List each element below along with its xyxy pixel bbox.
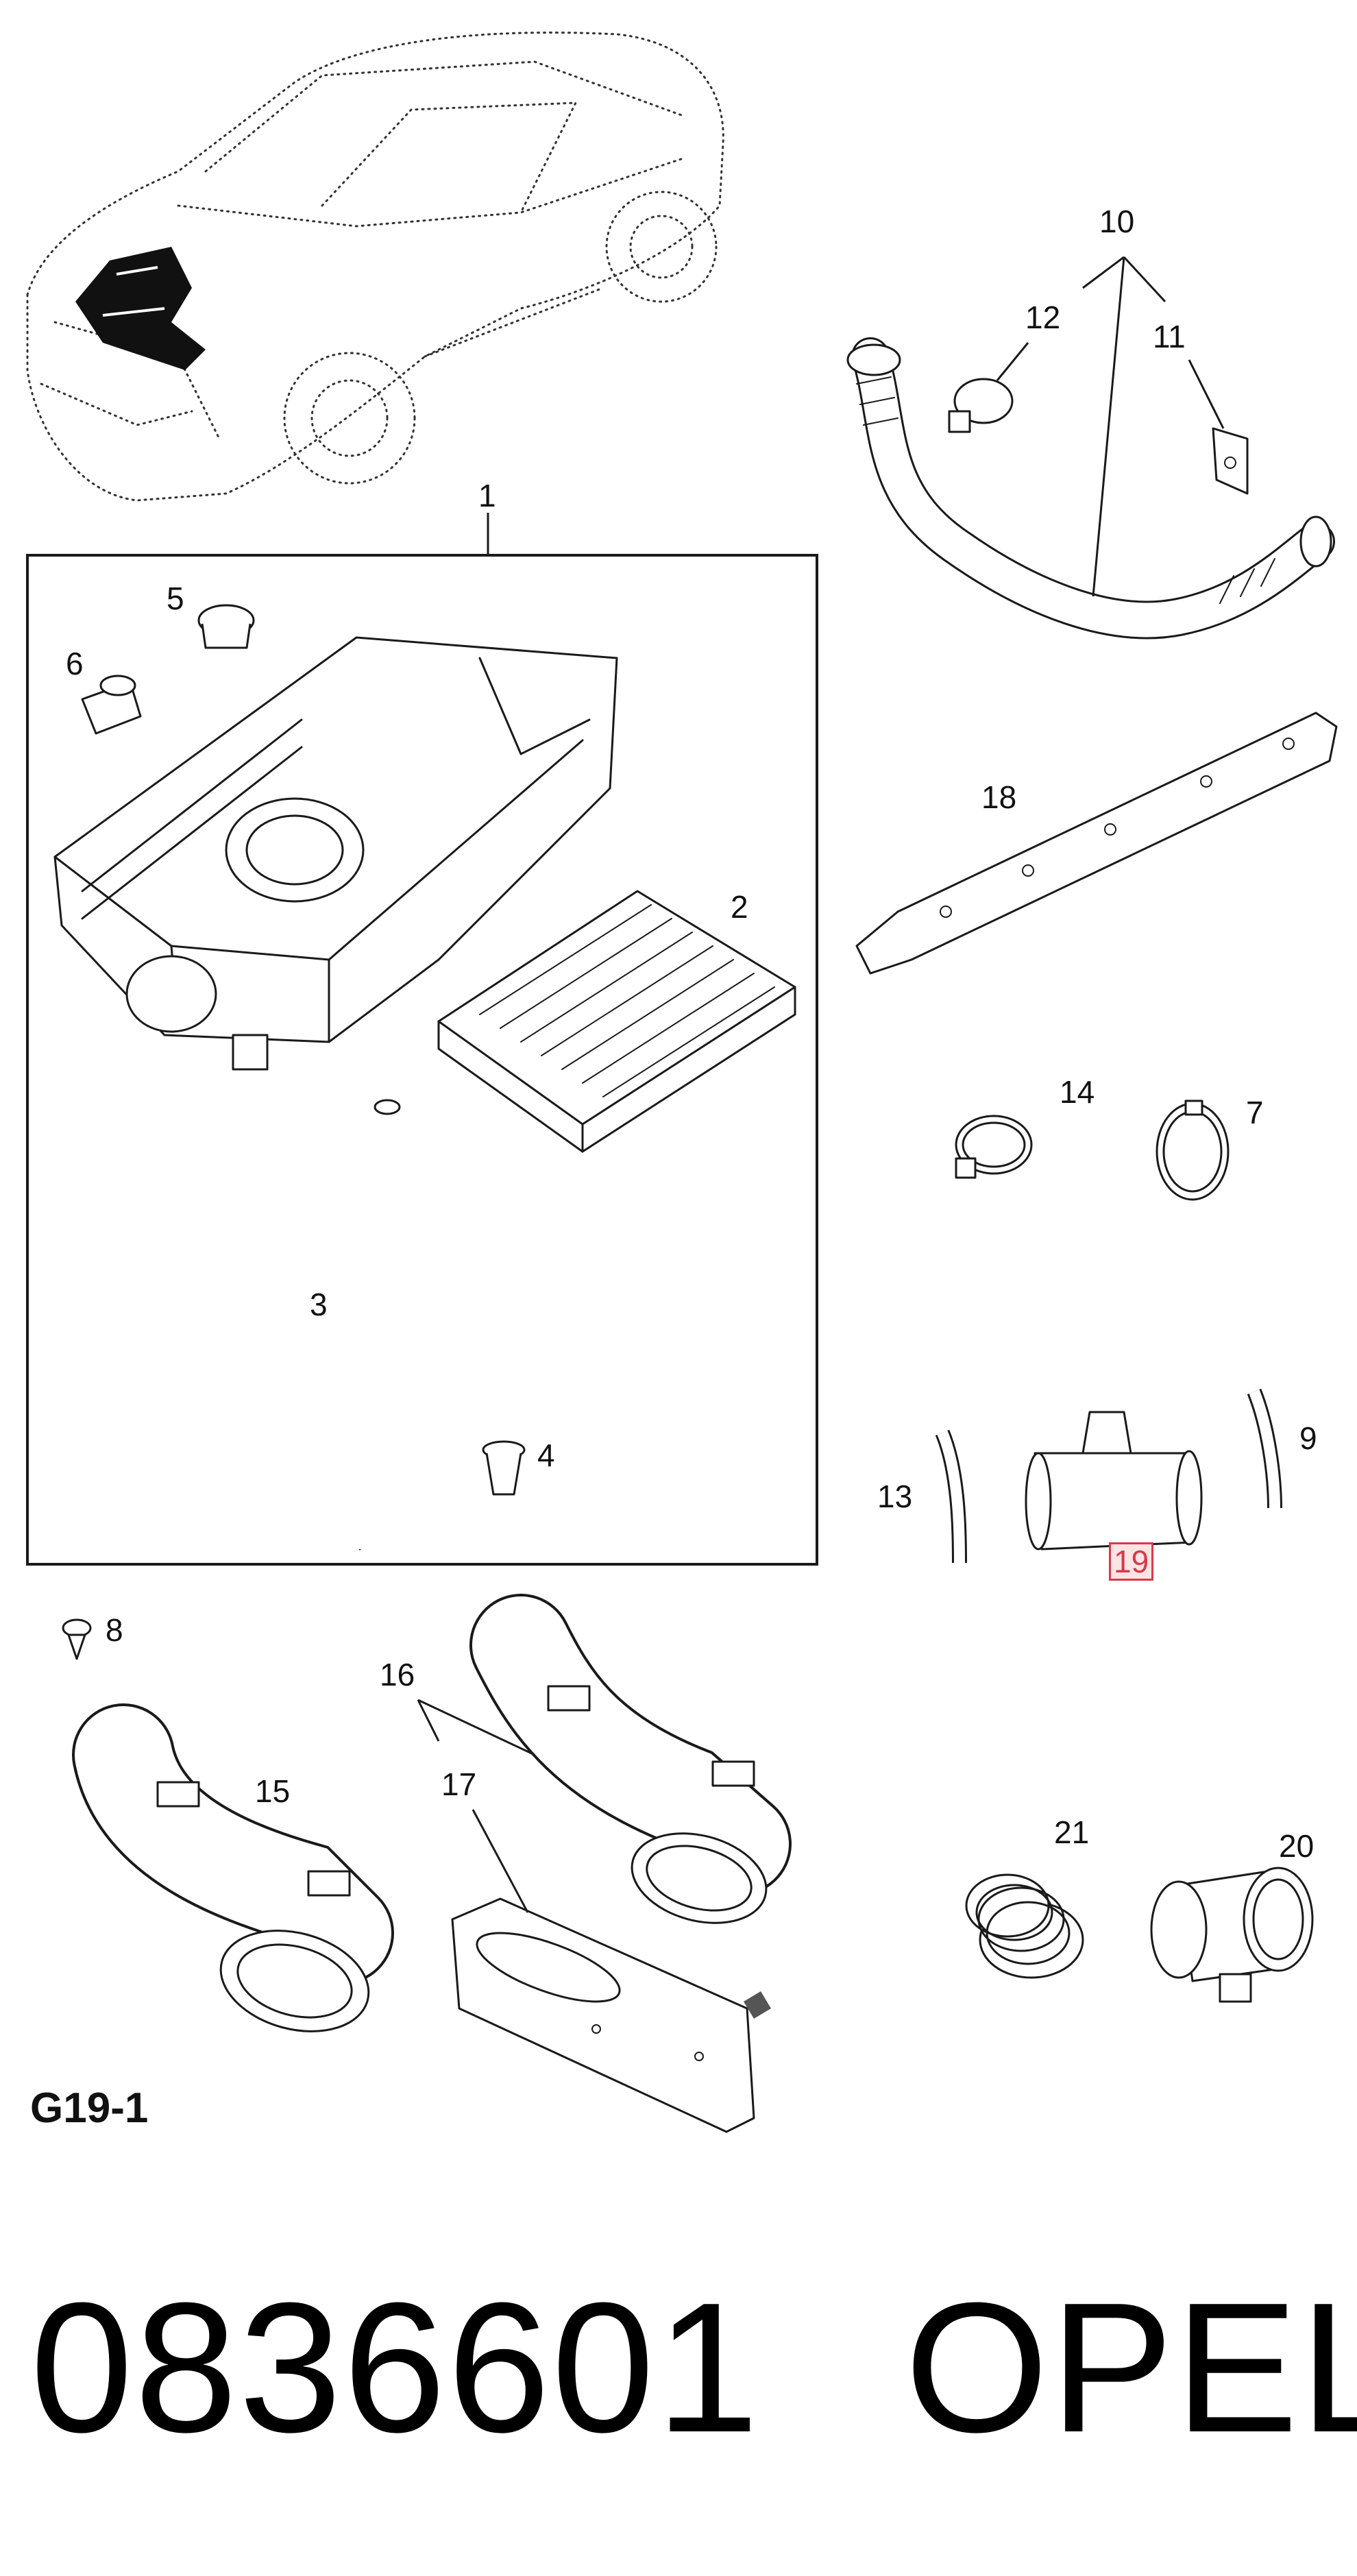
- callout-18: 18: [981, 779, 1017, 815]
- screw-8: [62, 1618, 92, 1660]
- callout-2: 2: [731, 889, 748, 925]
- clamp-12: [948, 378, 1014, 433]
- sheet-label: G19-1: [30, 2085, 149, 2132]
- callout-5: 5: [167, 581, 184, 616]
- callout-19-highlighted[interactable]: 19: [1109, 1542, 1154, 1581]
- clamp-13: [935, 1429, 967, 1564]
- assembly-box: [26, 554, 818, 1566]
- callout-8: 8: [106, 1612, 123, 1648]
- air-cleaner-housing: [53, 636, 618, 1071]
- callout-20: 20: [1279, 1828, 1315, 1864]
- engine-highlight-icon: [75, 247, 206, 370]
- callout-11: 11: [1153, 319, 1186, 354]
- clip-4: [482, 1440, 526, 1496]
- clamp-14: [955, 1115, 1033, 1179]
- callout-14: 14: [1060, 1074, 1095, 1110]
- intake-duct-10: [846, 337, 1335, 640]
- callout-12: 12: [1025, 300, 1061, 335]
- seal-17: [451, 1897, 755, 2133]
- callout-1: 1: [478, 478, 496, 513]
- hose-connector-19: [1025, 1411, 1203, 1551]
- grommet-5: [197, 604, 255, 649]
- callout-13: 13: [877, 1479, 913, 1514]
- callout-6: 6: [66, 646, 84, 681]
- clamp-9: [1247, 1388, 1282, 1509]
- clamp-7: [1156, 1099, 1230, 1201]
- air-duct-16: [469, 1594, 792, 1924]
- heat-shield-18: [855, 712, 1338, 975]
- small-clip-icon: [744, 1991, 771, 2019]
- brand-name: OPEL: [905, 2265, 1357, 2471]
- breather-hose-3: [349, 1099, 401, 1551]
- callout-17: 17: [441, 1766, 477, 1802]
- filter-element-2: [437, 890, 796, 1153]
- hose-21: [965, 1873, 1084, 1979]
- bracket-11: [1212, 427, 1249, 495]
- callout-4: 4: [537, 1437, 555, 1473]
- callout-10: 10: [1099, 204, 1135, 239]
- callout-21: 21: [1054, 1814, 1090, 1850]
- plug-6: [81, 675, 142, 735]
- air-duct-15: [72, 1703, 394, 2032]
- callout-7: 7: [1246, 1095, 1264, 1130]
- callout-3: 3: [310, 1287, 328, 1322]
- air-mass-meter-20: [1150, 1867, 1314, 2003]
- callout-16: 16: [380, 1657, 415, 1692]
- callout-15: 15: [255, 1773, 291, 1809]
- callout-9: 9: [1299, 1420, 1317, 1456]
- part-number: 0836601: [30, 2265, 761, 2471]
- vehicle-outline: [26, 32, 724, 502]
